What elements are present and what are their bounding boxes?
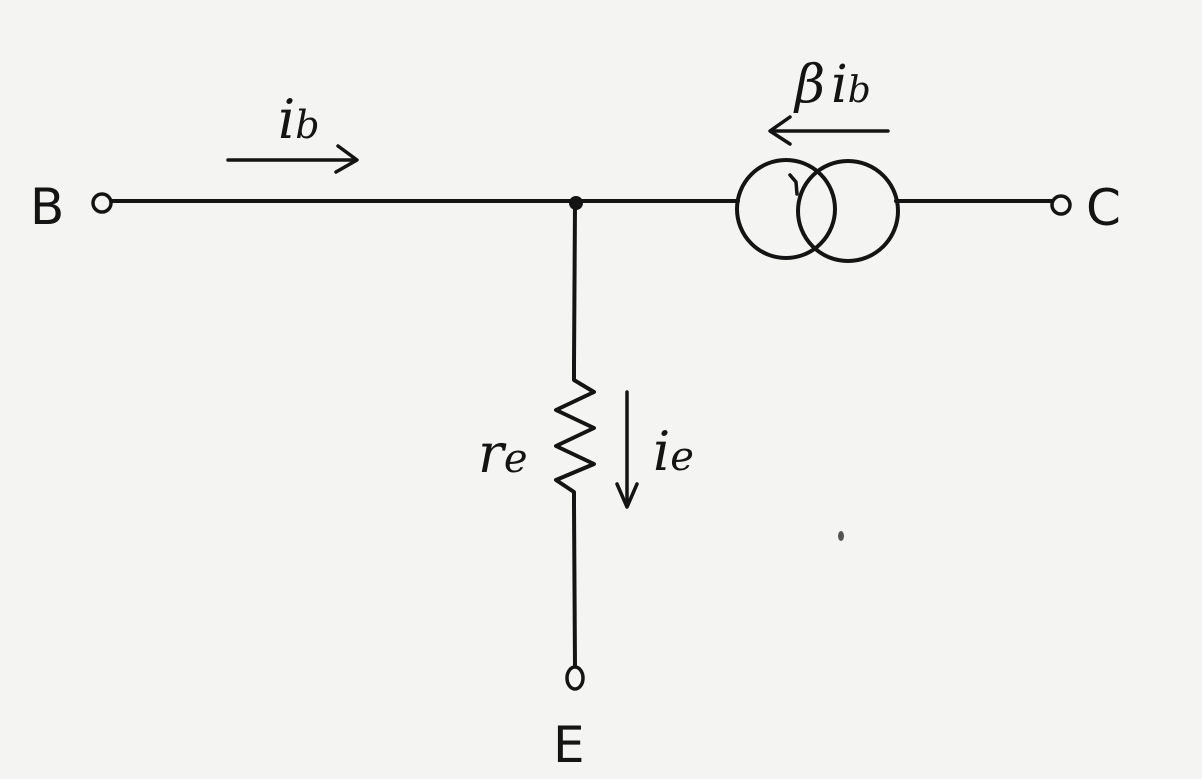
collector-terminal [1050,194,1072,216]
emitter-terminal-label: E [553,716,585,774]
base-terminal [91,192,113,214]
emitter-current-arrow [615,390,639,509]
dependent-current-source-symbol [735,158,900,263]
dependent-source-current-arrow [768,115,890,146]
base-current-arrow [226,144,359,174]
resistor-to-emitter-wire [572,503,577,670]
emitter-terminal [565,665,585,691]
collector-terminal-label: C [1086,179,1121,237]
emitter-current-label: ie [653,420,694,483]
junction-to-resistor-wire [572,201,577,367]
resistor-label: re [478,422,528,485]
base-current-label: ib [278,88,320,151]
ink-speck [838,531,844,541]
resistor-re [554,363,596,507]
base-terminal-label: B [30,178,64,236]
